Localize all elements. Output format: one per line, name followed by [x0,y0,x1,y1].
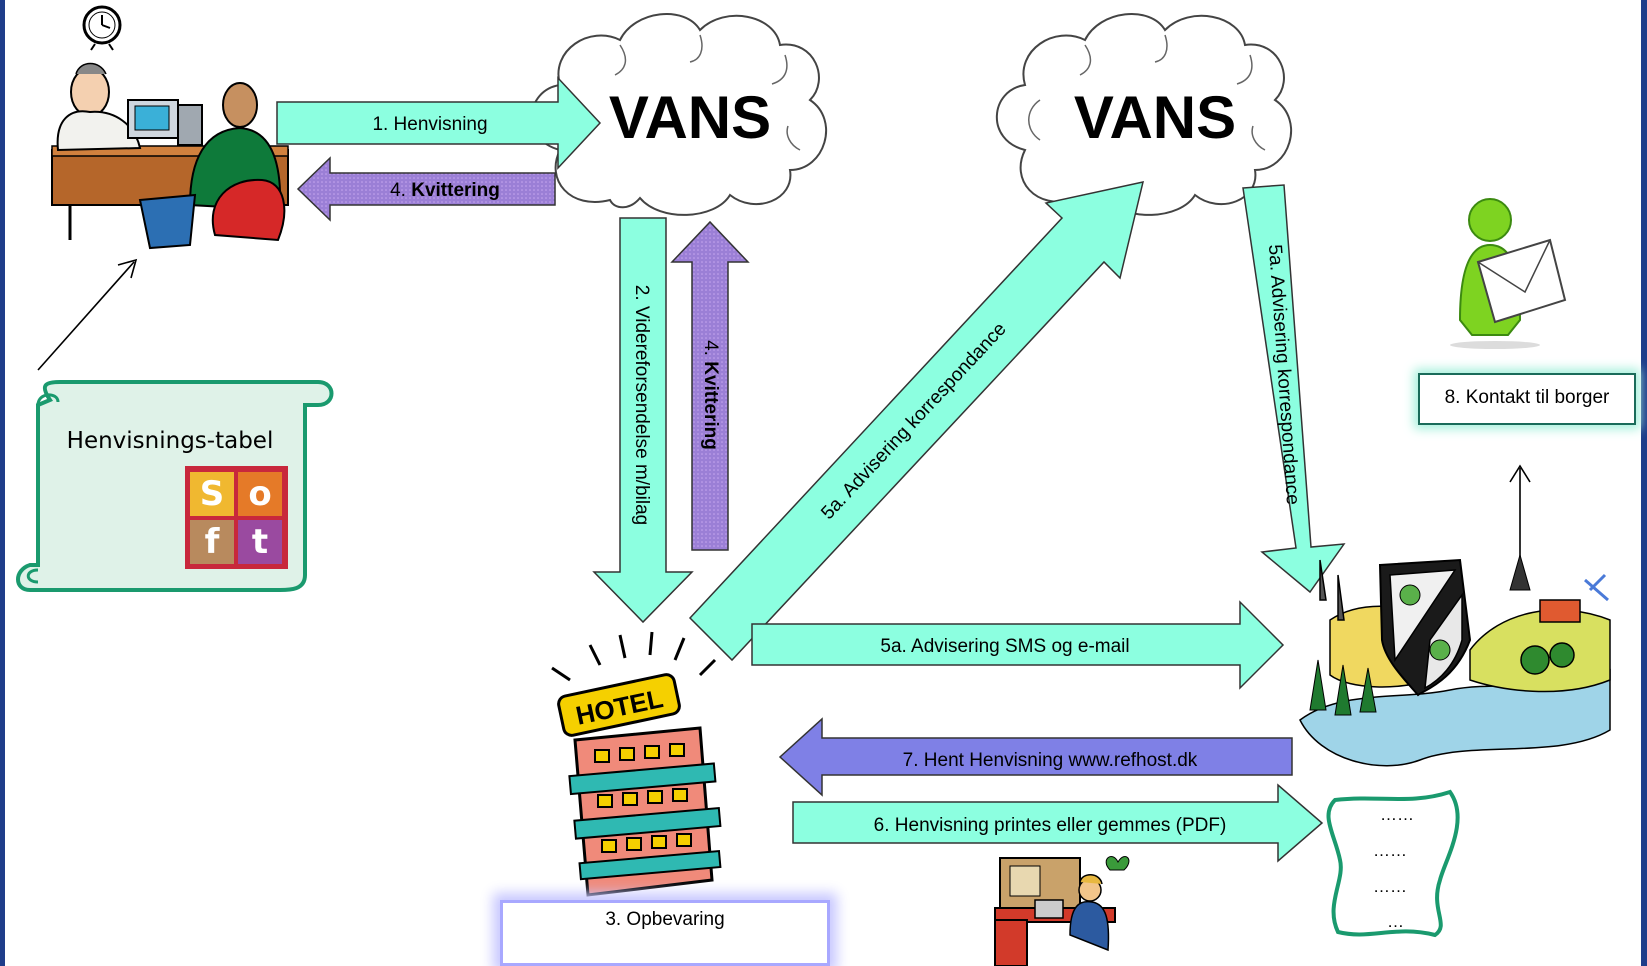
clock-icon [82,5,122,51]
arrow-kvittering-h-label: 4. Kvittering [390,180,500,201]
scroll-to-doctor-arrow [37,258,138,371]
arrow-advisering-down: 5a. Advisering korrespondance [1242,184,1346,594]
vans-label-left: VANS [609,84,771,151]
logo-letter-o: o [248,474,271,514]
vans-cloud-right: VANS [995,13,1292,216]
paper-line-2: …… [1373,841,1407,860]
arrow-henvisning: 1. Henvisning [276,76,602,170]
henvisnings-tabel-scroll: Henvisnings-tabel S o f t [16,380,334,592]
arrow-kvittering-vertical: 4. Kvittering [670,220,750,551]
hotel-icon: HOTEL [551,631,722,897]
paper-line-3: …… [1373,877,1407,896]
paper-line-1: …… [1380,805,1414,824]
arrow-kvittering-horizontal: 4. Kvittering [296,156,556,222]
arrow-advisering-diagonal-label: 5a. Advisering korrespondance [817,319,1010,524]
municipality-landscape-icon [1299,553,1611,767]
scroll-title: Henvisnings-tabel [67,428,274,454]
vans-cloud-left: VANS [530,13,827,216]
paper-line-4: … [1387,912,1404,931]
arrow-advisering-sms-label: 5a. Advisering SMS og e-mail [880,636,1129,657]
arrow-printes-label: 6. Henvisning printes eller gemmes (PDF) [874,815,1227,836]
arrow-advisering-diagonal: 5a. Advisering korrespondance [688,181,1145,662]
vans-label-right: VANS [1074,84,1236,151]
arrow-videreforsendelse-label: 2. Videreforsendelse m/bilag [631,285,652,525]
doctor-patient-icon [51,62,289,250]
right-frame-bar [1641,0,1647,966]
printed-document: …… …… …… … [1326,789,1460,938]
logo-letter-t: t [252,522,268,562]
arrow-kvittering-v-label: 4. Kvittering [700,340,721,450]
logo-letter-s: S [200,474,225,514]
arrow-printes: 6. Henvisning printes eller gemmes (PDF) [792,783,1324,863]
arrow-advisering-sms: 5a. Advisering SMS og e-mail [751,600,1285,690]
municipality-to-contact-arrow [1509,464,1531,568]
opbevaring-box: 3. Opbevaring [500,900,830,966]
office-worker-icon [994,856,1130,966]
arrow-hent-henvisning: 7. Hent Henvisning www.refhost.dk [778,717,1293,797]
arrow-henvisning-label: 1. Henvisning [372,114,487,135]
soft-logo: S o f t [185,466,288,569]
kontakt-til-borger-box: 8. Kontakt til borger [1418,373,1636,425]
arrow-videreforsendelse: 2. Videreforsendelse m/bilag [592,217,694,624]
logo-letter-f: f [205,522,221,562]
left-frame-bar [0,0,5,966]
mail-person-icon [1450,198,1567,349]
arrow-hent-label: 7. Hent Henvisning www.refhost.dk [903,750,1198,771]
